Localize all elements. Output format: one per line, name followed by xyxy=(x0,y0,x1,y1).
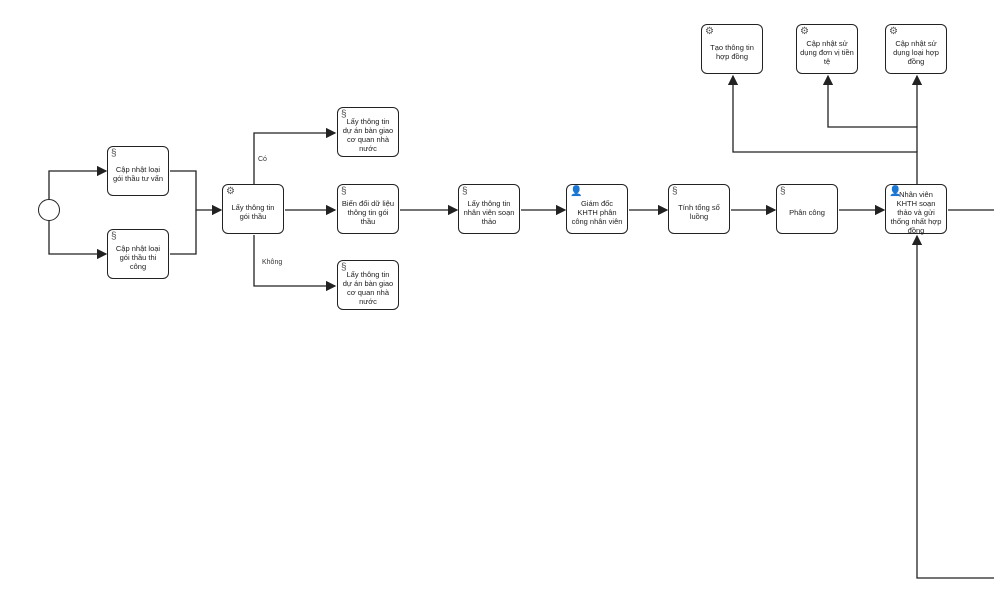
task-update-currency-unit[interactable]: ⚙Cập nhật sử dụng đơn vị tiền tệ xyxy=(796,24,858,74)
task-count-flows[interactable]: §Tính tổng số luồng xyxy=(668,184,730,234)
flow-label-no: Không xyxy=(262,259,283,266)
flow-label-yes: Có xyxy=(258,156,267,163)
script-icon: § xyxy=(341,186,347,197)
gear-icon: ⚙ xyxy=(889,26,898,37)
task-director-assign-staff[interactable]: 👤Giám đốc KHTH phân công nhân viên xyxy=(566,184,628,234)
script-icon: § xyxy=(341,109,347,120)
task-get-drafting-staff[interactable]: §Lấy thông tin nhân viên soạn thảo xyxy=(458,184,520,234)
gear-icon: ⚙ xyxy=(226,186,235,197)
task-label: Lấy thông tin dự án bàn giao cơ quan nhà… xyxy=(342,117,394,153)
task-label: Cập nhật sử dụng đơn vị tiền tệ xyxy=(800,38,854,66)
gear-icon: ⚙ xyxy=(800,26,809,37)
task-staff-draft-contract[interactable]: 👤Nhân viên KHTH soạn thảo và gửi thống n… xyxy=(885,184,947,235)
task-get-project-handover-yes[interactable]: §Lấy thông tin dự án bàn giao cơ quan nh… xyxy=(337,107,399,157)
script-icon: § xyxy=(672,186,678,197)
task-assign[interactable]: §Phân công xyxy=(776,184,838,234)
task-label: Cập nhật loại gói thầu thi công xyxy=(115,243,161,271)
script-icon: § xyxy=(462,186,468,197)
task-update-contract-type[interactable]: ⚙Cập nhật sử dụng loại hợp đồng xyxy=(885,24,947,74)
script-icon: § xyxy=(780,186,786,197)
script-icon: § xyxy=(341,262,347,273)
task-label: Tạo thông tin hợp đồng xyxy=(710,43,754,61)
task-label: Lấy thông tin dự án bàn giao cơ quan nhà… xyxy=(342,270,394,306)
gear-icon: ⚙ xyxy=(705,26,714,37)
user-icon: 👤 xyxy=(889,186,902,197)
task-label: Nhân viên KHTH soạn thảo và gửi thống nh… xyxy=(890,189,942,235)
script-icon: § xyxy=(111,148,117,159)
task-label: Lấy thông tin gói thầu xyxy=(231,203,275,221)
task-get-package-info[interactable]: ⚙ Lấy thông tin gói thầu xyxy=(222,184,284,234)
task-label: Lấy thông tin nhân viên soạn thảo xyxy=(463,198,515,226)
task-transform-package-data[interactable]: §Biến đổi dữ liệu thông tin gói thầu xyxy=(337,184,399,234)
task-label: Cập nhật sử dụng loại hợp đồng xyxy=(893,38,939,66)
task-create-contract-info[interactable]: ⚙ Tạo thông tin hợp đồng xyxy=(701,24,763,74)
task-update-construction-package[interactable]: §Cập nhật loại gói thầu thi công xyxy=(107,229,169,279)
task-label: Tính tổng số luồng xyxy=(678,203,720,221)
task-update-consulting-package[interactable]: § Cập nhật loại gói thầu tư vấn xyxy=(107,146,169,196)
script-icon: § xyxy=(111,231,117,242)
user-icon: 👤 xyxy=(570,186,583,197)
task-get-project-handover-no[interactable]: §Lấy thông tin dự án bàn giao cơ quan nh… xyxy=(337,260,399,310)
task-label: Biến đổi dữ liệu thông tin gói thầu xyxy=(341,198,395,226)
task-label: Cập nhật loại gói thầu tư vấn xyxy=(112,165,164,183)
task-label: Giám đốc KHTH phân công nhân viên xyxy=(571,198,623,226)
task-label: Phân công xyxy=(789,207,825,217)
start-event[interactable] xyxy=(38,199,60,221)
